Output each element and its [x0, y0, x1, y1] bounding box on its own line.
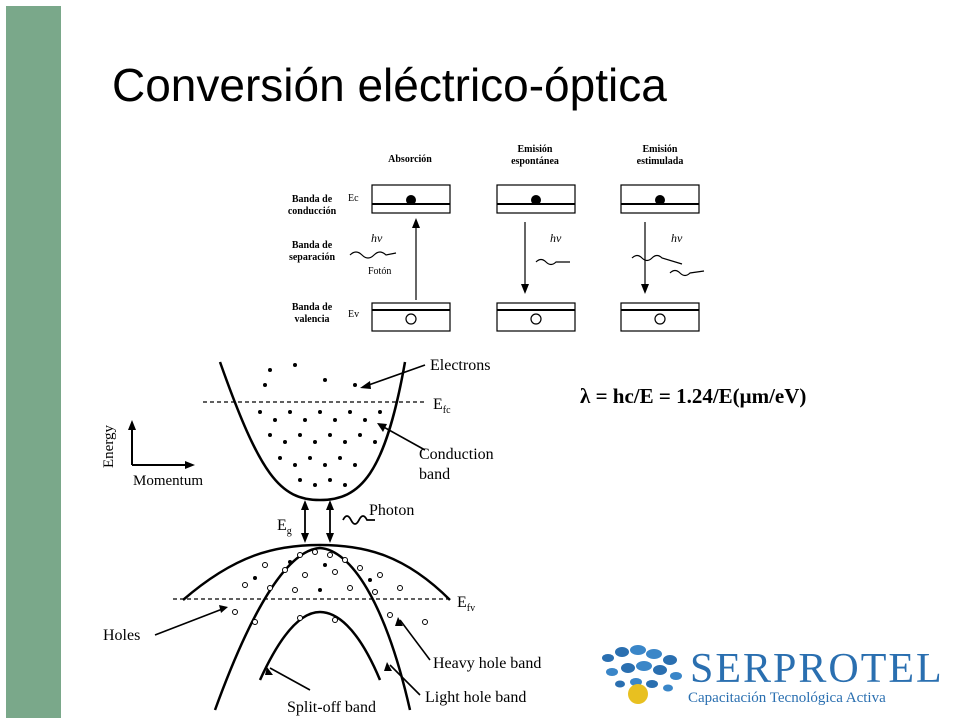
ec-label: Ec	[348, 193, 359, 204]
heavy-hole-band-label: Heavy hole band	[433, 655, 541, 672]
hole-circles	[232, 549, 428, 625]
sidebar-accent-bar	[6, 6, 61, 718]
split-off-band-label: Split-off band	[287, 699, 376, 716]
row-label-conduction-2: conducción	[288, 206, 337, 217]
col-header-absorption: Absorción	[388, 154, 432, 165]
momentum-axis-label: Momentum	[133, 473, 203, 489]
transitions-diagram: Absorción Emisión espontánea Emisión est…	[288, 144, 705, 332]
efv-label: Efv	[457, 594, 475, 614]
row-label-valence-1: Banda de	[292, 302, 333, 313]
band-structure-diagram: Energy Momentum	[101, 357, 541, 716]
photon-label: Fotón	[368, 266, 391, 277]
hv-label-spontaneous: hν	[550, 231, 562, 245]
logo-dots-graphic	[602, 645, 682, 704]
hole-circle-spontaneous	[530, 313, 542, 325]
electron-dots	[258, 363, 382, 487]
efc-label: Efc	[433, 396, 451, 416]
col-header-stimulated-2: estimulada	[637, 156, 684, 167]
energy-axis-label: Energy	[101, 424, 117, 468]
col-header-stimulated-1: Emisión	[642, 144, 677, 155]
holes-label: Holes	[103, 627, 140, 644]
split-off-band-curve	[258, 610, 382, 681]
hv-label-stimulated: hν	[671, 231, 683, 245]
logo-wordmark: SERPROTEL	[690, 646, 944, 692]
col-header-spontaneous-2: espontánea	[511, 156, 559, 167]
serprotel-logo: SERPROTEL Capacitación Tecnológica Activ…	[602, 645, 944, 706]
ev-label: Ev	[348, 309, 359, 320]
electrons-label: Electrons	[430, 357, 490, 374]
photon-wave-stimulated-in	[631, 254, 683, 265]
eg-label: Eg	[277, 517, 292, 537]
conduction-band-label-2: band	[419, 466, 450, 483]
hole-circle-stimulated	[654, 313, 666, 325]
heavy-hole-band-curve	[182, 543, 451, 601]
hv-label-absorption: hν	[371, 231, 383, 245]
logo-tagline: Capacitación Tecnológica Activa	[688, 690, 886, 706]
row-label-gap-2: separación	[289, 252, 336, 263]
hole-circle-absorption	[405, 313, 417, 325]
page-title: Conversión eléctrico-óptica	[112, 59, 667, 111]
photon-band-label: Photon	[369, 502, 414, 519]
col-header-spontaneous-1: Emisión	[517, 144, 552, 155]
row-label-conduction-1: Banda de	[292, 194, 333, 205]
wavelength-formula: λ = hc/E = 1.24/E(μm/eV)	[580, 384, 807, 408]
light-hole-band-label: Light hole band	[425, 689, 526, 706]
conduction-band-curve	[218, 361, 407, 502]
electron-dot-absorption	[406, 195, 416, 205]
row-label-gap-1: Banda de	[292, 240, 333, 251]
electron-dot-stimulated	[655, 195, 665, 205]
conduction-band-label-1: Conduction	[419, 446, 494, 463]
photon-wave-stimulated-out	[669, 269, 705, 277]
row-label-valence-2: valencia	[295, 314, 330, 325]
light-hole-band-curve	[213, 546, 412, 711]
photon-wave-spontaneous	[535, 258, 570, 266]
photon-wave-absorption	[349, 251, 397, 259]
electron-dot-spontaneous	[531, 195, 541, 205]
